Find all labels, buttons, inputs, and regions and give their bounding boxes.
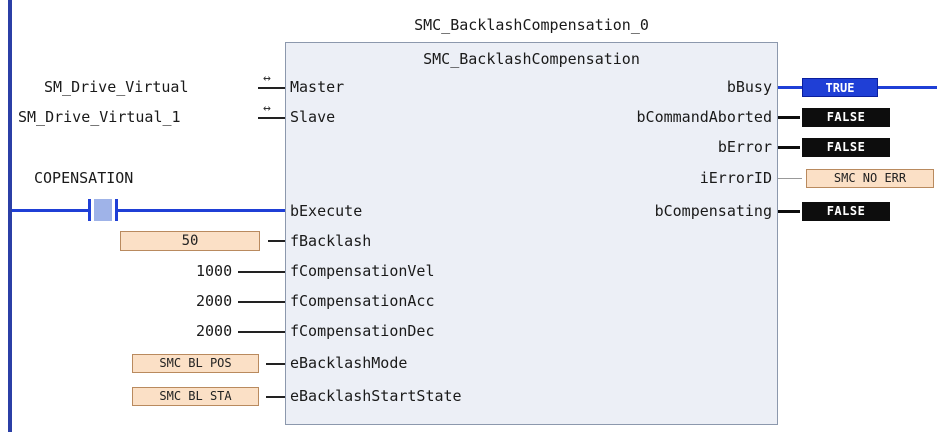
bcompensating-value[interactable]: FALSE xyxy=(802,202,890,221)
slave-connector xyxy=(258,117,285,119)
wire-to-bexecute xyxy=(118,209,285,212)
bbusy-value[interactable]: TRUE xyxy=(802,78,878,97)
pin-bcommandaborted: bCommandAborted xyxy=(636,108,772,126)
function-block[interactable] xyxy=(285,42,778,425)
pin-master: Master xyxy=(290,78,345,96)
ebacklashstartstate-value[interactable]: SMC BL STA xyxy=(132,387,259,406)
inout-arrow-icon: ↔ xyxy=(263,101,271,116)
bcompensating-connector xyxy=(778,210,800,213)
power-rail xyxy=(8,0,12,432)
master-connector xyxy=(258,87,285,89)
wire-to-contact xyxy=(12,209,88,212)
berror-value[interactable]: FALSE xyxy=(802,138,890,157)
pin-fcompensationdec: fCompensationDec xyxy=(290,322,435,340)
contact-left-bar xyxy=(88,199,91,221)
pin-ierrorid: iErrorID xyxy=(699,169,772,187)
berror-connector xyxy=(778,146,800,149)
pin-fcompensationvel: fCompensationVel xyxy=(290,262,435,280)
pin-ebacklashmode: eBacklashMode xyxy=(290,354,408,372)
pin-bexecute: bExecute xyxy=(290,202,363,220)
contact-right-bar xyxy=(115,199,118,221)
contact-variable[interactable]: COPENSATION xyxy=(34,169,134,187)
ebacklashstartstate-connector xyxy=(266,396,285,398)
ierrorid-connector xyxy=(778,178,802,179)
contact-icon[interactable] xyxy=(94,199,112,221)
ebacklashmode-connector xyxy=(266,363,285,365)
pin-slave: Slave xyxy=(290,108,336,126)
pin-fbacklash: fBacklash xyxy=(290,232,372,250)
fcompensationvel-connector xyxy=(238,271,285,273)
fb-instance-name[interactable]: SMC_BacklashCompensation_0 xyxy=(414,16,649,34)
pin-ebacklashstartstate: eBacklashStartState xyxy=(290,387,462,405)
master-variable[interactable]: SM_Drive_Virtual xyxy=(44,78,189,96)
ebacklashmode-value[interactable]: SMC BL POS xyxy=(132,354,259,373)
pin-fcompensationacc: fCompensationAcc xyxy=(290,292,435,310)
inout-arrow-icon: ↔ xyxy=(263,71,271,86)
pin-bbusy: bBusy xyxy=(726,78,772,96)
ierrorid-value[interactable]: SMC NO ERR xyxy=(806,169,934,188)
bcommandaborted-value[interactable]: FALSE xyxy=(802,108,890,127)
slave-variable[interactable]: SM_Drive_Virtual_1 xyxy=(18,108,181,126)
fcompensationdec-value[interactable]: 2000 xyxy=(196,322,233,340)
fbacklash-value[interactable]: 50 xyxy=(120,231,260,251)
pin-bcompensating: bCompensating xyxy=(654,202,772,220)
fcompensationvel-value[interactable]: 1000 xyxy=(196,262,233,280)
fcompensationacc-value[interactable]: 2000 xyxy=(196,292,233,310)
fcompensationdec-connector xyxy=(238,331,285,333)
fbacklash-connector xyxy=(268,240,285,242)
bcommandaborted-connector xyxy=(778,116,800,119)
fcompensationacc-connector xyxy=(238,301,285,303)
fb-type-name: SMC_BacklashCompensation xyxy=(423,50,640,68)
pin-berror: bError xyxy=(717,138,772,156)
